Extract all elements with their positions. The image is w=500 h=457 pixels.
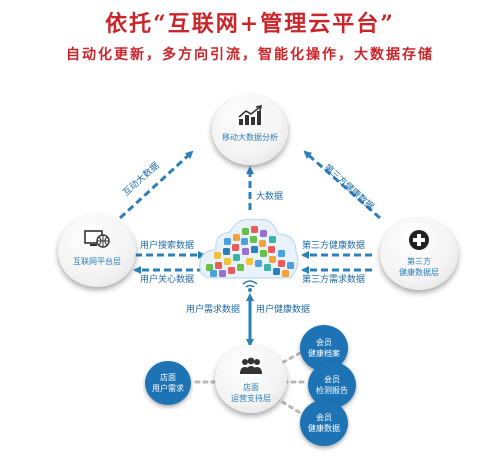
bubble-member-report-line1: 会员 (324, 375, 340, 384)
bubble-member-health-line2: 健康数据 (308, 424, 340, 433)
medical-kit-icon (409, 230, 429, 250)
bubble-member-health-data[interactable]: 会员健康数据 (300, 400, 348, 446)
node-right-label-2: 健康数据层 (399, 268, 439, 277)
wifi-icon (242, 280, 258, 292)
node-internet-platform-layer[interactable]: 互联网平台层 (58, 215, 136, 287)
edge-label-third-party-demand-data: 第三方需求数据 (302, 275, 366, 285)
node-bottom-label-1: 店面 (243, 383, 259, 392)
dots-to-member-health (274, 396, 304, 416)
edge-label-third-party-health-data: 第三方健康数据 (302, 241, 366, 251)
edge-label-user-demand-data: 用户需求数据 (186, 305, 241, 315)
users-group-icon (240, 357, 262, 374)
app-cloud-icon (199, 218, 299, 279)
node-top-label: 移动大数据分析 (222, 133, 278, 142)
edge-label-big-data: 大数据 (256, 192, 284, 202)
edge-label-user-attention-data: 用户关心数据 (140, 275, 195, 285)
node-third-party-health-data-layer[interactable]: 第三方 健康数据层 (380, 218, 458, 290)
page-subtitle: 自动化更新，多方向引流，智能化操作，大数据存储 (66, 47, 434, 63)
bubble-member-archive-line2: 健康档案 (308, 349, 340, 358)
bubble-member-report-line2: 检测报告 (316, 386, 348, 395)
edge-label-user-search-data: 用户搜索数据 (140, 241, 195, 251)
node-store-operations-support-layer[interactable]: 店面 运营支持层 (215, 345, 287, 413)
dots-to-member-archive (274, 350, 304, 368)
arrow-left-to-top (118, 150, 194, 220)
arrow-right-to-top (303, 150, 381, 220)
bubble-member-health-line1: 会员 (316, 413, 332, 422)
node-left-label: 互联网平台层 (73, 257, 121, 266)
bubble-store-demand-line1: 店面 (160, 373, 176, 382)
node-right-label-1: 第三方 (407, 257, 431, 266)
computer-globe-icon (84, 230, 110, 248)
node-bottom-label-2: 运营支持层 (231, 394, 271, 403)
bar-chart-icon (238, 105, 263, 125)
page-title: 依托“互联网+管理云平台” (105, 11, 395, 37)
bubble-member-archive-line1: 会员 (316, 338, 332, 347)
bubble-store-user-demand[interactable]: 店面用户需求 (145, 361, 191, 405)
edge-label-user-health-data: 用户健康数据 (256, 305, 311, 315)
node-mobile-big-data-analysis[interactable]: 移动大数据分析 (212, 95, 288, 165)
bubble-store-demand-line2: 用户需求 (152, 384, 184, 393)
